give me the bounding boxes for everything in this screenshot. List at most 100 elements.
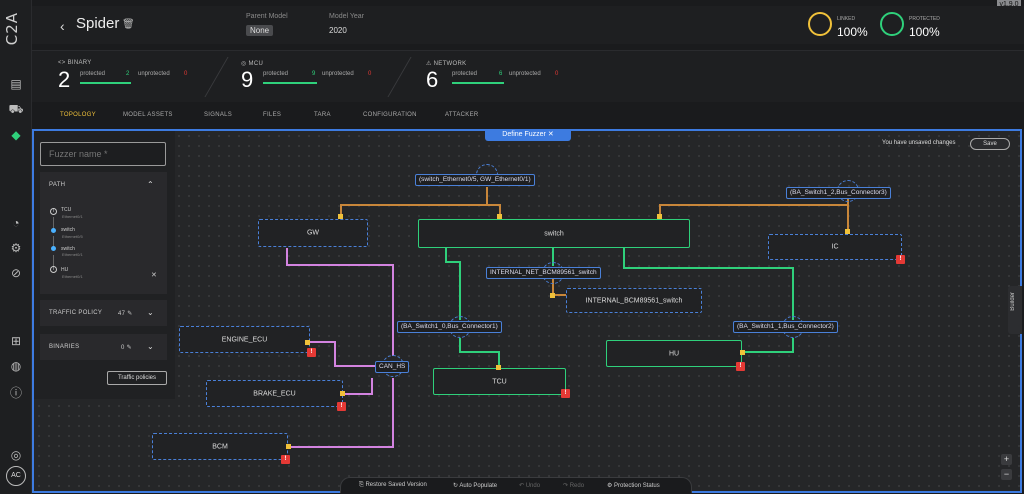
warning-icon[interactable]: !: [337, 402, 346, 411]
version-badge: v1.9.0: [997, 0, 1021, 9]
save-button[interactable]: Save: [970, 138, 1010, 150]
tab-files[interactable]: FILES: [263, 112, 282, 118]
trash-icon[interactable]: 🗑: [122, 19, 135, 30]
traffic-policies-button[interactable]: Traffic policies: [107, 371, 167, 385]
warning-icon[interactable]: !: [736, 362, 745, 371]
path-item-name: switch: [61, 246, 75, 252]
left-rail: C2A ▤ ⛟ ◆ ◔ ⚙ ⊘ ⊞ ◍ ⓘ ◎ AC: [0, 0, 32, 494]
path-item-name: HU: [61, 267, 69, 273]
mcu-total: 9: [241, 67, 254, 92]
network-protected-label: protected: [452, 71, 478, 77]
binary-protected-label: protected: [80, 71, 106, 77]
divider: [204, 57, 229, 97]
model-year-label: Model Year: [329, 13, 365, 20]
port: [845, 229, 850, 234]
chevron-down-icon[interactable]: ⌄: [147, 342, 154, 351]
node-internal-switch[interactable]: INTERNAL_BCM89561_switch: [566, 288, 702, 313]
parent-model-label: Parent Model: [246, 13, 288, 20]
binaries-count: 0 ✎: [121, 345, 132, 351]
info-icon: i: [50, 208, 57, 215]
port: [338, 214, 343, 219]
warning-icon[interactable]: !: [896, 255, 905, 264]
protected-ring: [880, 12, 904, 36]
path-connector: [53, 255, 54, 267]
path-section: PATH ⌃: [40, 172, 167, 294]
auto-populate-button[interactable]: ↻ Auto Populate: [453, 483, 498, 489]
mcu-protected-bar: [263, 82, 317, 84]
node-switch[interactable]: switch: [418, 219, 690, 248]
tab-bar: TOPOLOGY MODEL ASSETS SIGNALS FILES TARA…: [32, 106, 1024, 126]
bus-ba-switch-1[interactable]: (BA_Switch1_1,Bus_Connector2): [733, 321, 838, 333]
protected-value: 100%: [909, 25, 940, 39]
stats-bar: <> BINARY 2 protected 2 unprotected 0 ◎ …: [32, 50, 1024, 102]
zoom-in-button[interactable]: +: [1001, 454, 1012, 465]
unsaved-changes-text: You have unsaved changes: [882, 140, 956, 146]
page-title: Spider: [76, 15, 120, 32]
path-connector: [53, 236, 54, 248]
zoom-out-button[interactable]: −: [1001, 469, 1012, 480]
mcu-unprotected-label: unprotected: [322, 71, 354, 77]
binary-protected: 2: [126, 71, 130, 77]
path-item-sub: Ethernet0/1: [62, 252, 83, 257]
warning-icon[interactable]: !: [281, 455, 290, 464]
restore-saved-version-button[interactable]: ⎘ Restore Saved Version: [359, 482, 427, 488]
dashboard-icon[interactable]: ▤: [10, 77, 22, 91]
port: [286, 444, 291, 449]
network-stat-label: ⚠ NETWORK: [426, 61, 467, 67]
vehicle-icon[interactable]: ⛟: [8, 102, 24, 116]
tab-topology[interactable]: TOPOLOGY: [60, 112, 96, 118]
radar-icon[interactable]: ◔: [12, 216, 20, 230]
close-icon[interactable]: ✕: [547, 131, 554, 138]
node-ic[interactable]: IC: [768, 234, 902, 260]
grid-icon[interactable]: ⊞: [10, 334, 22, 348]
traffic-policy-section[interactable]: TRAFFIC POLICY 47 ✎ ⌄: [40, 300, 167, 326]
remove-path-icon[interactable]: ✕: [151, 272, 157, 279]
mcu-protected: 9: [312, 71, 316, 77]
port: [657, 214, 662, 219]
fuzzer-name-input[interactable]: [40, 142, 166, 166]
tab-attacker[interactable]: ATTACKER: [445, 112, 479, 118]
define-fuzzer-tab[interactable]: Define Fuzzer ✕: [485, 129, 571, 141]
info-icon[interactable]: ⓘ: [9, 386, 22, 400]
binaries-section[interactable]: BINARIES 0 ✎ ⌄: [40, 334, 167, 360]
redo-button[interactable]: ↷ Redo: [563, 483, 585, 489]
shield-icon[interactable]: ◆: [11, 128, 21, 142]
node-engine-ecu[interactable]: ENGINE_ECU: [179, 326, 310, 353]
parent-model-value: None: [246, 25, 274, 36]
node-hu[interactable]: HU: [606, 340, 742, 367]
node-bcm[interactable]: BCM: [152, 433, 288, 460]
tab-model-assets[interactable]: MODEL ASSETS: [123, 112, 173, 118]
builder-tab[interactable]: Builder: [1008, 286, 1022, 334]
binary-protected-bar: [80, 82, 131, 84]
back-icon[interactable]: ‹: [60, 18, 65, 34]
path-connector: [53, 217, 54, 229]
bus-internal-net[interactable]: INTERNAL_NET_BCM89561_switch: [486, 267, 601, 279]
undo-button[interactable]: ↶ Undo: [519, 483, 541, 489]
bus-can-hs[interactable]: CAN_HS: [375, 361, 410, 373]
info-icon: i: [50, 266, 57, 273]
bus-ba-switch-2[interactable]: (BA_Switch1_2,Bus_Connector3): [786, 187, 891, 199]
tab-signals[interactable]: SIGNALS: [204, 112, 233, 118]
settings-icon[interactable]: ⚙: [10, 241, 22, 255]
path-item-sub: Ethernet0/1: [62, 274, 83, 279]
network-total: 6: [426, 67, 439, 92]
linked-value: 100%: [837, 25, 868, 39]
target-icon[interactable]: ◎: [10, 448, 22, 462]
node-brake-ecu[interactable]: BRAKE_ECU: [206, 380, 343, 407]
avatar[interactable]: AC: [6, 466, 26, 486]
bus-switch-eth[interactable]: (switch_Ethernet0/5, GW_Ethernet0/1): [415, 174, 535, 186]
bus-ba-switch-0[interactable]: (BA_Switch1_0,Bus_Connector1): [397, 321, 502, 333]
chevron-down-icon[interactable]: ⌄: [147, 308, 154, 317]
node-gw[interactable]: GW: [258, 219, 368, 247]
chevron-up-icon[interactable]: ⌃: [147, 180, 154, 189]
fingerprint-icon[interactable]: ◍: [10, 359, 22, 373]
node-tcu[interactable]: TCU: [433, 368, 566, 395]
protection-status-button[interactable]: ⚙ Protection Status: [607, 483, 660, 489]
linked-label: LINKED: [837, 16, 856, 22]
warning-icon[interactable]: !: [561, 389, 570, 398]
warning-icon[interactable]: !: [307, 348, 316, 357]
tab-tara[interactable]: TARA: [314, 112, 331, 118]
tab-configuration[interactable]: CONFIGURATION: [363, 112, 417, 118]
mcu-protected-label: protected: [263, 71, 289, 77]
